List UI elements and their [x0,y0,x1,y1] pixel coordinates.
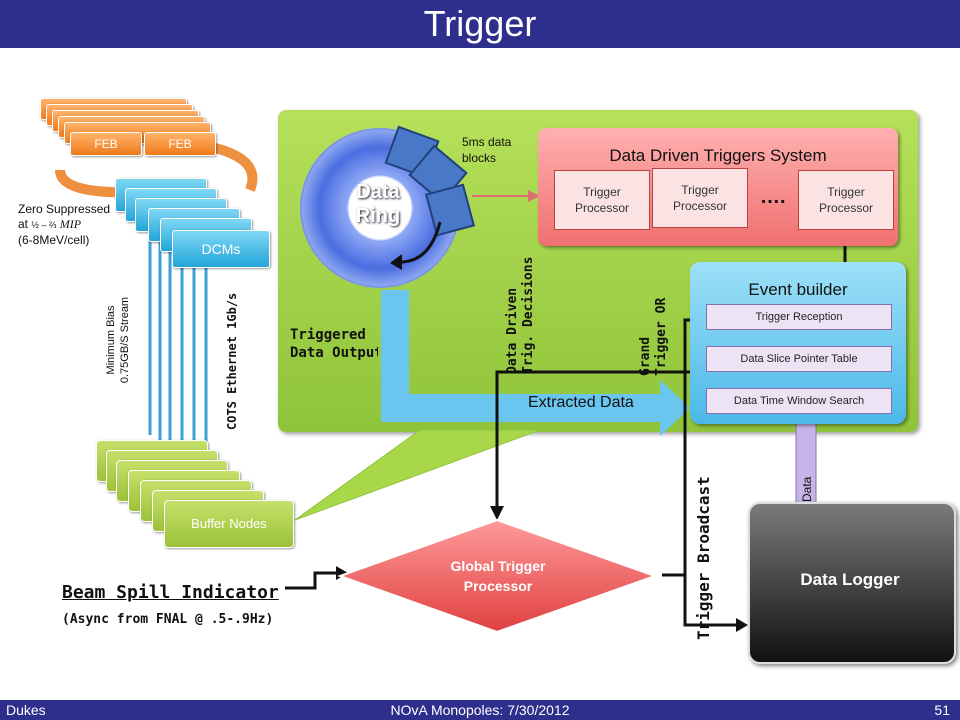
footer-author: Dukes [6,702,46,718]
eb-time-window-search: Data Time Window Search [706,388,892,414]
ddts-title: Data Driven Triggers System [609,146,827,165]
event-builder-title: Event builder [748,280,848,299]
data-ring-label: Data Ring [355,181,401,227]
footer-talk: NOvA Monopoles: 7/30/2012 [390,702,570,718]
beam-spill-sub: (Async from FNAL @ .5-.9Hz) [62,612,274,627]
dcm-box-label: DCMs [172,230,270,268]
gtp-label: Global Trigger Processor [450,558,546,594]
trigger-processor-3: Trigger Processor [798,170,894,230]
buffer-nodes-label: Buffer Nodes [164,500,294,548]
data-logger [748,502,956,664]
processor-ellipsis: …. [760,186,786,208]
blocks-label: 5ms data blocks [462,135,512,165]
extracted-data-label: Extracted Data [528,394,634,411]
broadcast-line-right [683,575,740,627]
extracted-data-arrow [381,290,665,422]
feb-arrow-right [213,143,258,192]
feb-box-b: FEB [144,132,216,156]
eb-trigger-reception: Trigger Reception [706,304,892,330]
eb-slice-pointer-table: Data Slice Pointer Table [706,346,892,372]
data-logger-label: Data Logger [800,570,900,589]
feb-box-a: FEB [70,132,142,156]
beam-spill-title: Beam Spill Indicator [62,582,279,603]
zero-suppressed-label: Zero Suppressed at ½ – ⅔ MIP (6-8MeV/cel… [18,202,111,247]
footer: Dukes NOvA Monopoles: 7/30/2012 51 [0,700,960,720]
slide-title: Trigger [423,3,537,44]
triggered-output-label: Triggered Data Output [290,327,378,361]
footer-page: 51 [934,702,950,718]
trigger-processor-1: Trigger Processor [554,170,650,230]
panel-tail [294,429,541,521]
trigger-processor-2: Trigger Processor [652,168,748,228]
beam-spill-line [285,571,340,590]
title-bar [0,0,960,48]
